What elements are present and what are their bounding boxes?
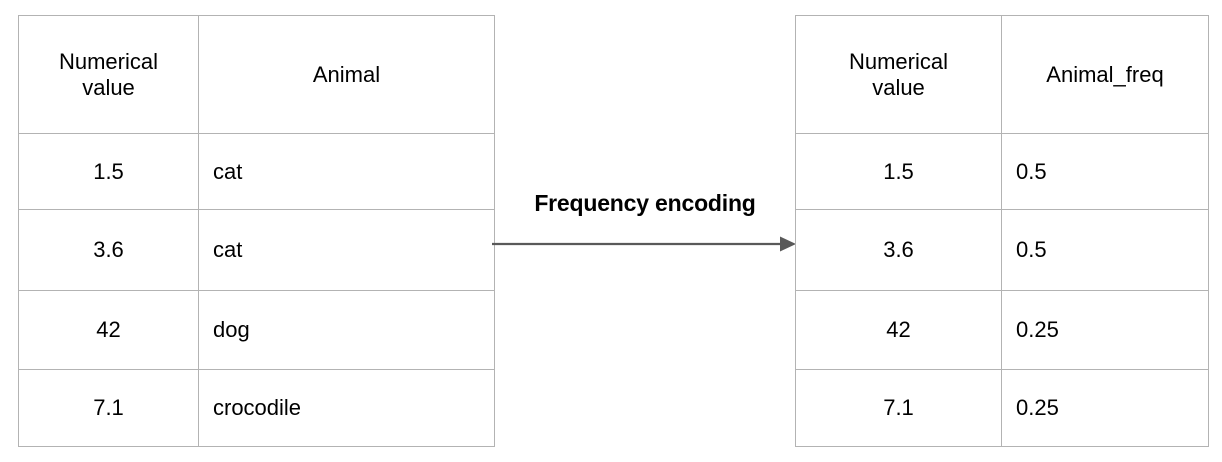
- cell-animal: crocodile: [198, 369, 495, 447]
- source-table: Numerical value Animal 1.5 cat 3.6 cat 4…: [18, 15, 495, 447]
- cell-numerical-value: 3.6: [18, 209, 199, 291]
- table-header-row: Numerical value Animal: [18, 15, 495, 134]
- cell-animal: cat: [198, 133, 495, 210]
- header-line-1: Numerical: [58, 48, 159, 74]
- table-row: 3.6 0.5: [795, 209, 1209, 291]
- transform-label: Frequency encoding: [534, 190, 756, 216]
- cell-animal-freq: 0.5: [1001, 133, 1209, 210]
- table-row: 7.1 crocodile: [18, 369, 495, 447]
- arrow-right-icon: [492, 236, 796, 252]
- cell-animal: dog: [198, 290, 495, 370]
- cell-animal-freq: 0.25: [1001, 290, 1209, 370]
- table-row: 3.6 cat: [18, 209, 495, 291]
- header-cell-numerical-value: Numerical value: [18, 15, 199, 134]
- header-cell-animal: Animal: [198, 15, 495, 134]
- cell-animal: cat: [198, 209, 495, 291]
- table-header-row: Numerical value Animal_freq: [795, 15, 1209, 134]
- cell-numerical-value: 1.5: [18, 133, 199, 210]
- cell-numerical-value: 7.1: [795, 369, 1002, 447]
- header-line-1: Animal: [312, 61, 381, 87]
- header-line-2: value: [872, 74, 925, 100]
- header-cell-animal-freq: Animal_freq: [1001, 15, 1209, 134]
- cell-animal-freq: 0.5: [1001, 209, 1209, 291]
- header-cell-numerical-value: Numerical value: [795, 15, 1002, 134]
- table-row: 42 0.25: [795, 290, 1209, 370]
- cell-numerical-value: 3.6: [795, 209, 1002, 291]
- header-line-2: value: [82, 74, 135, 100]
- cell-numerical-value: 42: [795, 290, 1002, 370]
- cell-numerical-value: 42: [18, 290, 199, 370]
- table-row: 1.5 cat: [18, 133, 495, 210]
- encoded-table: Numerical value Animal_freq 1.5 0.5 3.6 …: [795, 15, 1209, 447]
- header-line-1: Animal_freq: [1046, 61, 1164, 87]
- cell-numerical-value: 7.1: [18, 369, 199, 447]
- table-row: 42 dog: [18, 290, 495, 370]
- table-row: 1.5 0.5: [795, 133, 1209, 210]
- cell-animal-freq: 0.25: [1001, 369, 1209, 447]
- cell-numerical-value: 1.5: [795, 133, 1002, 210]
- transform-annotation: Frequency encoding: [492, 190, 798, 260]
- table-row: 7.1 0.25: [795, 369, 1209, 447]
- header-line-1: Numerical: [848, 48, 949, 74]
